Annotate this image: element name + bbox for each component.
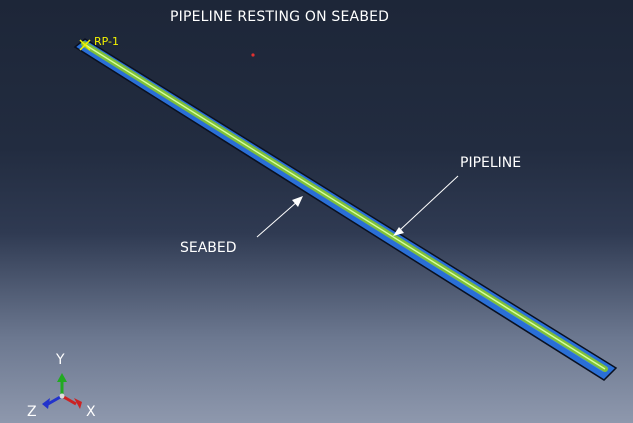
triad-y-label: Y xyxy=(56,352,65,368)
triad-z-label: Z xyxy=(27,404,37,420)
seabed-arrow xyxy=(256,196,303,238)
seabed-annotation: SEABED xyxy=(180,240,237,256)
view-triad xyxy=(42,373,82,409)
rotation-center-dot xyxy=(251,53,255,57)
pipeline-highlight xyxy=(83,43,606,370)
reference-point-label: RP-1 xyxy=(94,35,120,48)
pipeline-annotation: PIPELINE xyxy=(460,155,522,171)
viewport-title: PIPELINE RESTING ON SEABED xyxy=(170,9,390,25)
reference-point-marker[interactable] xyxy=(79,39,91,51)
triad-x-label: X xyxy=(86,404,96,420)
pipeline-arrow xyxy=(393,175,459,236)
